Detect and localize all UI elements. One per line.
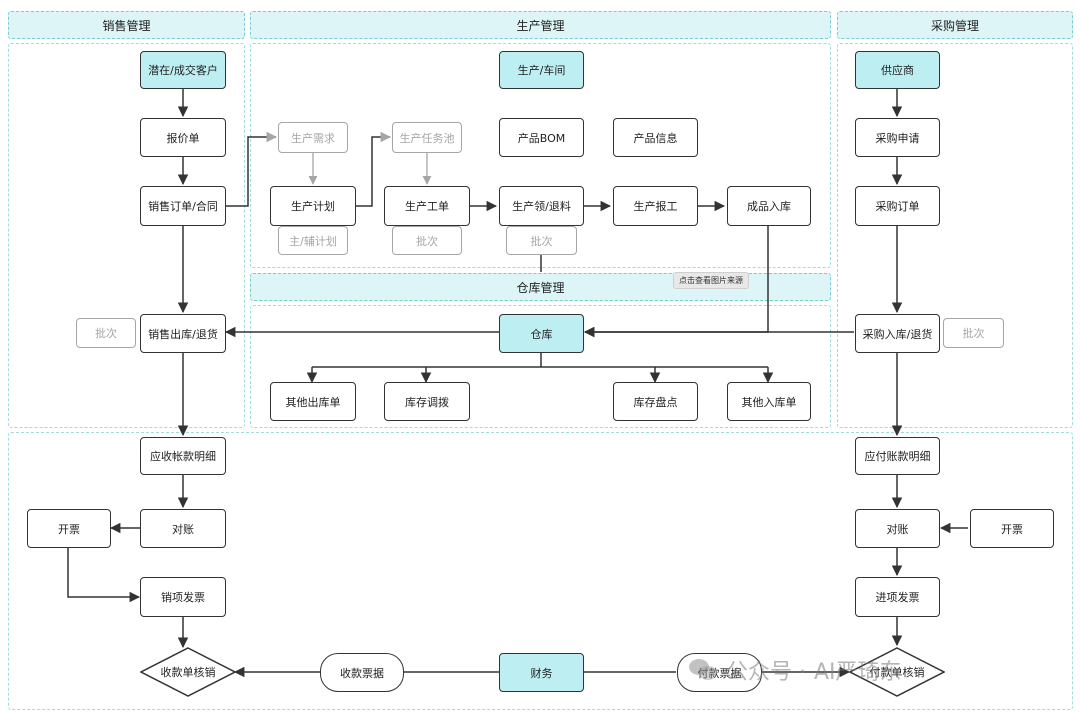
receipt-verify-label: 收款单核销 [160, 666, 216, 679]
section-header-sales: 销售管理 [8, 11, 245, 39]
node-purchase-request[interactable]: 采购申请 [855, 118, 940, 157]
node-sales-batch[interactable]: 批次 [76, 318, 136, 348]
node-payment-verify[interactable]: 付款单核销 [849, 647, 945, 697]
node-purchase-in[interactable]: 采购入库/退货 [855, 314, 940, 353]
node-supplier[interactable]: 供应商 [855, 51, 940, 89]
zone-purchase [837, 43, 1073, 428]
node-sales-order[interactable]: 销售订单/合同 [140, 186, 226, 226]
node-prod-order[interactable]: 生产工单 [384, 186, 470, 226]
node-product-bom[interactable]: 产品BOM [499, 118, 584, 157]
node-prod-batch-2[interactable]: 批次 [506, 226, 577, 255]
node-payment-doc[interactable]: 付款票据 [677, 653, 762, 692]
image-source-tooltip[interactable]: 点击查看图片来源 [673, 272, 749, 289]
node-main-sub-plan[interactable]: 主/辅计划 [278, 226, 348, 255]
node-purchase-order[interactable]: 采购订单 [855, 186, 940, 226]
zone-warehouse [250, 305, 831, 428]
node-sales-invoice[interactable]: 销项发票 [140, 577, 226, 617]
watermark-text-left: 公众号 · [726, 660, 806, 685]
node-purchase-batch[interactable]: 批次 [943, 318, 1004, 348]
node-prod-plan[interactable]: 生产计划 [270, 186, 356, 226]
node-finished-in[interactable]: 成品入库 [727, 186, 811, 226]
node-prod-batch-1[interactable]: 批次 [392, 226, 462, 255]
zone-sales [8, 43, 245, 428]
node-finance[interactable]: 财务 [499, 653, 584, 692]
node-quote[interactable]: 报价单 [140, 118, 226, 157]
section-header-production: 生产管理 [250, 11, 831, 39]
node-purchase-invoice[interactable]: 进项发票 [855, 577, 940, 617]
node-customer[interactable]: 潜在/成交客户 [140, 51, 226, 89]
node-workshop[interactable]: 生产/车间 [499, 51, 584, 89]
node-prod-report[interactable]: 生产报工 [613, 186, 698, 226]
node-stock-count[interactable]: 库存盘点 [613, 382, 698, 421]
node-purchase-invoice-open[interactable]: 开票 [970, 509, 1054, 548]
node-sales-reconcile[interactable]: 对账 [140, 509, 226, 548]
node-prod-demand[interactable]: 生产需求 [278, 122, 348, 153]
node-prod-task-pool[interactable]: 生产任务池 [392, 122, 462, 153]
wechat-logo-icon [688, 657, 718, 683]
node-sales-invoice-open[interactable]: 开票 [27, 509, 111, 548]
node-purchase-reconcile[interactable]: 对账 [855, 509, 940, 548]
payment-verify-label: 付款单核销 [869, 666, 925, 679]
node-product-info[interactable]: 产品信息 [613, 118, 698, 157]
node-other-in[interactable]: 其他入库单 [727, 382, 811, 421]
diamond-shape [849, 647, 945, 697]
section-header-purchase: 采购管理 [837, 11, 1073, 39]
watermark-text-right: AI严琦东 [814, 660, 902, 685]
node-receipt-verify[interactable]: 收款单核销 [140, 647, 236, 697]
zone-finance [8, 432, 1073, 710]
node-receipt-doc[interactable]: 收款票据 [320, 653, 404, 692]
node-payable-detail[interactable]: 应付账款明细 [855, 437, 940, 475]
watermark: 公众号 · AI严琦东 [688, 654, 902, 686]
node-sales-out[interactable]: 销售出库/退货 [140, 314, 226, 353]
node-warehouse[interactable]: 仓库 [499, 314, 584, 353]
node-receivable-detail[interactable]: 应收帐款明细 [140, 437, 226, 475]
node-other-out[interactable]: 其他出库单 [270, 382, 356, 421]
node-stock-transfer[interactable]: 库存调拨 [384, 382, 470, 421]
node-material-issue[interactable]: 生产领/退料 [499, 186, 584, 226]
diamond-shape [140, 647, 236, 697]
